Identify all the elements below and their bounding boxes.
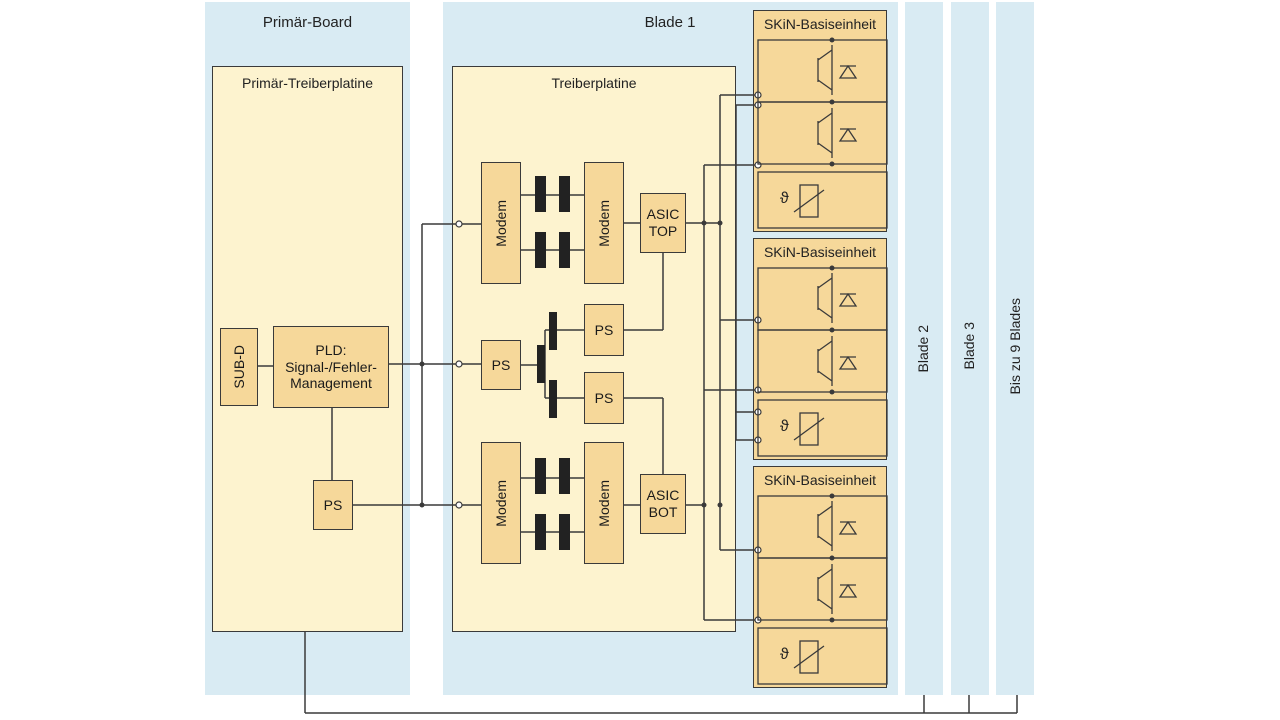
ps-mid-top-right: PS bbox=[584, 304, 624, 356]
blade9-panel bbox=[996, 2, 1034, 695]
skin-unit-2-title: SKiN-Basiseinheit bbox=[763, 244, 877, 260]
modem-top-left: Modem bbox=[481, 162, 521, 284]
blade9-label: Bis zu 9 Blades bbox=[1007, 298, 1023, 395]
ntc-symbol-3: ϑ bbox=[780, 646, 789, 663]
ps-label: PS bbox=[594, 389, 614, 406]
ps-label: PS bbox=[594, 321, 614, 338]
asic-bot-label: ASIC BOT bbox=[646, 487, 680, 520]
igbt-symbols bbox=[757, 39, 888, 685]
blade3-panel bbox=[951, 2, 989, 695]
ps-mid-left: PS bbox=[481, 340, 521, 390]
ntc-symbol-1: ϑ bbox=[780, 190, 789, 207]
sub-d-block: SUB-D bbox=[220, 328, 258, 406]
primaer-treiberplatine-title: Primär-Treiberplatine bbox=[242, 75, 373, 91]
blade3-label: Blade 3 bbox=[961, 322, 977, 370]
skin-unit-1-title: SKiN-Basiseinheit bbox=[763, 16, 877, 32]
blade2-panel bbox=[905, 2, 943, 695]
asic-bot-block: ASIC BOT bbox=[640, 474, 686, 534]
ps-mid-bot-right: PS bbox=[584, 372, 624, 424]
ps-primary-block: PS bbox=[313, 480, 353, 530]
ps-label: PS bbox=[491, 356, 511, 373]
asic-top-block: ASIC TOP bbox=[640, 193, 686, 253]
pld-label: PLD: Signal-/Fehler- Management bbox=[285, 341, 377, 392]
modem-bot-left: Modem bbox=[481, 442, 521, 564]
pld-block: PLD: Signal-/Fehler- Management bbox=[273, 326, 389, 408]
skin-unit-3-title: SKiN-Basiseinheit bbox=[763, 472, 877, 488]
modem-top-right: Modem bbox=[584, 162, 624, 284]
blade1-title: Blade 1 bbox=[644, 14, 696, 31]
blade2-label: Blade 2 bbox=[915, 325, 931, 373]
treiberplatine-title: Treiberplatine bbox=[551, 75, 637, 91]
modem-bot-right: Modem bbox=[584, 442, 624, 564]
ps-primary-label: PS bbox=[323, 496, 343, 513]
primaer-board-title: Primär-Board bbox=[262, 14, 353, 31]
asic-top-label: ASIC TOP bbox=[646, 206, 680, 239]
ntc-symbol-2: ϑ bbox=[780, 418, 789, 435]
